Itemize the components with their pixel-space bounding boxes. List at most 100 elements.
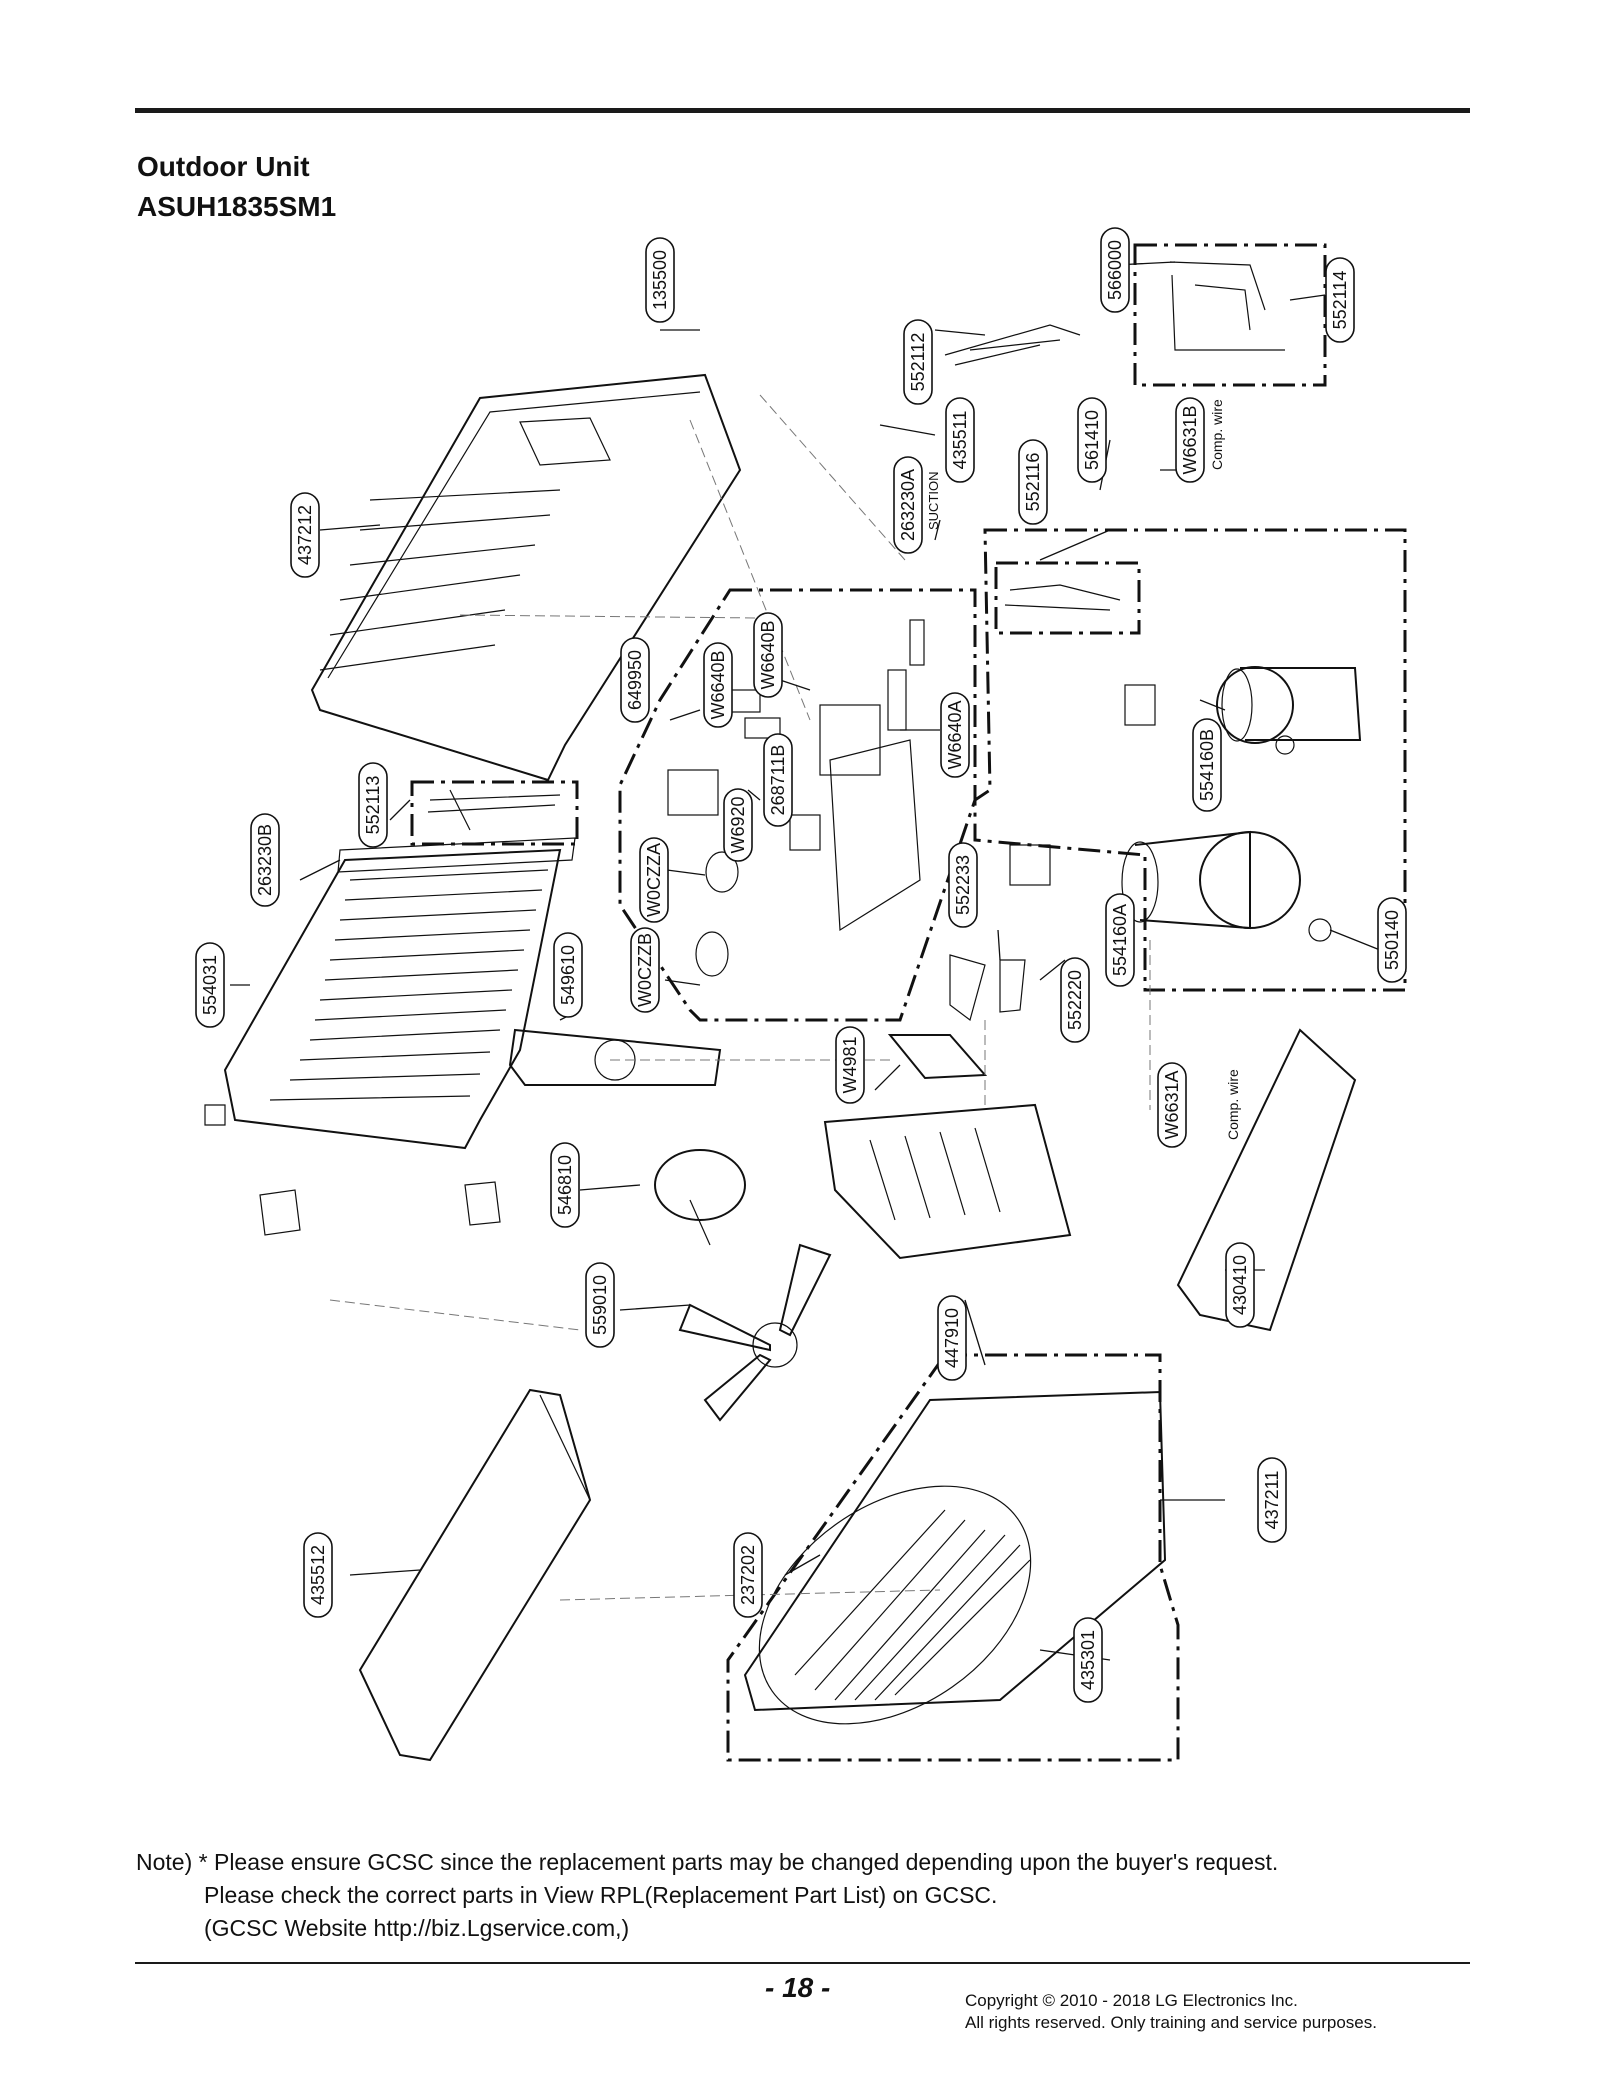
svg-text:W6640A: W6640A: [945, 700, 965, 769]
compressor-part: [1009, 666, 1362, 942]
part-label: 268711B: [763, 733, 793, 827]
svg-text:566000: 566000: [1105, 240, 1125, 300]
svg-text:W6631B: W6631B: [1180, 405, 1200, 474]
suction-annotation: SUCTION: [926, 472, 941, 531]
part-label: 430410: [1225, 1242, 1255, 1328]
page-number: - 18 -: [765, 1972, 831, 2003]
part-label: W6631A: [1157, 1062, 1187, 1148]
section-title: Outdoor Unit: [137, 151, 310, 182]
part-label: 559010: [585, 1262, 615, 1348]
svg-text:552112: 552112: [908, 333, 928, 392]
copyright-line-2: All rights reserved. Only training and s…: [965, 2013, 1377, 2032]
svg-text:554031: 554031: [200, 955, 220, 1015]
part-label: W4981: [835, 1026, 865, 1104]
svg-text:237202: 237202: [738, 1545, 758, 1605]
part-label: W6640A: [940, 692, 970, 778]
part-label: 552233: [948, 842, 978, 928]
top-cover-part: [310, 373, 742, 782]
svg-text:561410: 561410: [1082, 410, 1102, 470]
part-label: 435511: [945, 397, 975, 483]
part-label: 135500: [645, 237, 675, 323]
svg-text:268711B: 268711B: [768, 745, 788, 816]
part-label: 552114: [1325, 257, 1355, 343]
exploded-view-diagram: 135500 566000 552114 552112 435511 56141…: [195, 227, 1407, 1762]
svg-text:W6640B: W6640B: [708, 650, 728, 719]
svg-text:437211: 437211: [1262, 1471, 1282, 1530]
part-label: W6920: [723, 788, 753, 862]
svg-text:550140: 550140: [1382, 910, 1402, 970]
svg-text:552113: 552113: [363, 776, 383, 835]
part-label: W0CZZA: [639, 837, 669, 923]
copyright: Copyright © 2010 - 2018 LG Electronics I…: [965, 1990, 1377, 2034]
svg-text:435512: 435512: [308, 1545, 328, 1605]
part-label: W0CZZB: [630, 927, 660, 1013]
fan-blade-part: [678, 1243, 832, 1422]
part-label: 561410: [1077, 397, 1107, 483]
svg-text:W4981: W4981: [840, 1036, 860, 1093]
part-label: 237202: [733, 1532, 763, 1618]
note-line-3: (GCSC Website http://biz.Lgservice.com,): [204, 1915, 630, 1941]
part-label: 552112: [903, 319, 933, 405]
svg-text:559010: 559010: [590, 1275, 610, 1335]
part-labels: 135500 566000 552114 552112 435511 56141…: [195, 227, 1407, 1703]
part-label: 554160B: [1192, 718, 1222, 812]
copyright-line-1: Copyright © 2010 - 2018 LG Electronics I…: [965, 1991, 1298, 2010]
header-rule: [135, 108, 1470, 113]
svg-text:552116: 552116: [1023, 453, 1043, 512]
svg-text:W6631A: W6631A: [1162, 1070, 1182, 1139]
part-label: 437212: [290, 492, 320, 578]
part-label: 435301: [1073, 1617, 1103, 1703]
svg-text:554160A: 554160A: [1110, 904, 1130, 976]
svg-text:W6920: W6920: [728, 796, 748, 853]
part-label: 447910: [937, 1295, 967, 1381]
svg-text:554160B: 554160B: [1197, 729, 1217, 801]
foot-bracket-part: [204, 1104, 501, 1236]
replacement-note: Note) * Please ensure GCSC since the rep…: [136, 1846, 1278, 1945]
part-label: 566000: [1100, 227, 1130, 313]
comp-wire-a-annotation: Comp. wire: [1225, 1069, 1241, 1140]
svg-text:552220: 552220: [1065, 970, 1085, 1030]
svg-text:435301: 435301: [1078, 1630, 1098, 1690]
part-label: 649950: [620, 637, 650, 723]
pipe-assembly-part: [427, 261, 1285, 831]
group-boundaries: [410, 243, 1407, 1762]
svg-text:552233: 552233: [953, 855, 973, 915]
part-label: W6640B: [703, 642, 733, 728]
valve-part: [887, 954, 1026, 1080]
part-label: 552113: [358, 762, 388, 848]
part-label: W6640B: [753, 612, 783, 698]
part-label: 263230A: [893, 456, 923, 554]
svg-text:263230A: 263230A: [898, 469, 918, 541]
part-label: 435512: [303, 1532, 333, 1618]
part-label: 552220: [1060, 957, 1090, 1043]
svg-text:W6640B: W6640B: [758, 620, 778, 689]
comp-wire-b-annotation: Comp. wire: [1209, 399, 1225, 470]
leader-lines: [230, 261, 1381, 1661]
note-line-2: Please check the correct parts in View R…: [204, 1882, 998, 1908]
svg-text:W0CZZB: W0CZZB: [635, 933, 655, 1007]
front-panel-part: [743, 1390, 1167, 1725]
svg-text:649950: 649950: [625, 650, 645, 710]
part-label: 554160A: [1105, 893, 1135, 987]
footer-rule: [135, 1962, 1470, 1964]
part-label: 554031: [195, 942, 225, 1028]
part-label: 549610: [553, 932, 583, 1018]
assembly-guides: [329, 394, 1151, 1601]
svg-text:W0CZZA: W0CZZA: [644, 843, 664, 917]
model-number: ASUH1835SM1: [137, 191, 337, 222]
note-line-1: Note) * Please ensure GCSC since the rep…: [136, 1849, 1279, 1875]
part-label: 552116: [1018, 439, 1048, 525]
base-panel-part: [823, 1028, 1357, 1332]
svg-text:549610: 549610: [558, 945, 578, 1005]
condenser-coil-part: [223, 837, 576, 1150]
control-box-part: [667, 619, 925, 977]
side-cover-part: [358, 1388, 592, 1762]
svg-text:552114: 552114: [1330, 271, 1350, 330]
svg-text:135500: 135500: [650, 250, 670, 310]
part-label: 437211: [1257, 1457, 1287, 1543]
svg-text:546810: 546810: [555, 1155, 575, 1215]
svg-text:263230B: 263230B: [255, 824, 275, 896]
svg-text:437212: 437212: [295, 505, 315, 565]
part-label: 550140: [1377, 897, 1407, 983]
part-label: 263230B: [250, 813, 280, 907]
